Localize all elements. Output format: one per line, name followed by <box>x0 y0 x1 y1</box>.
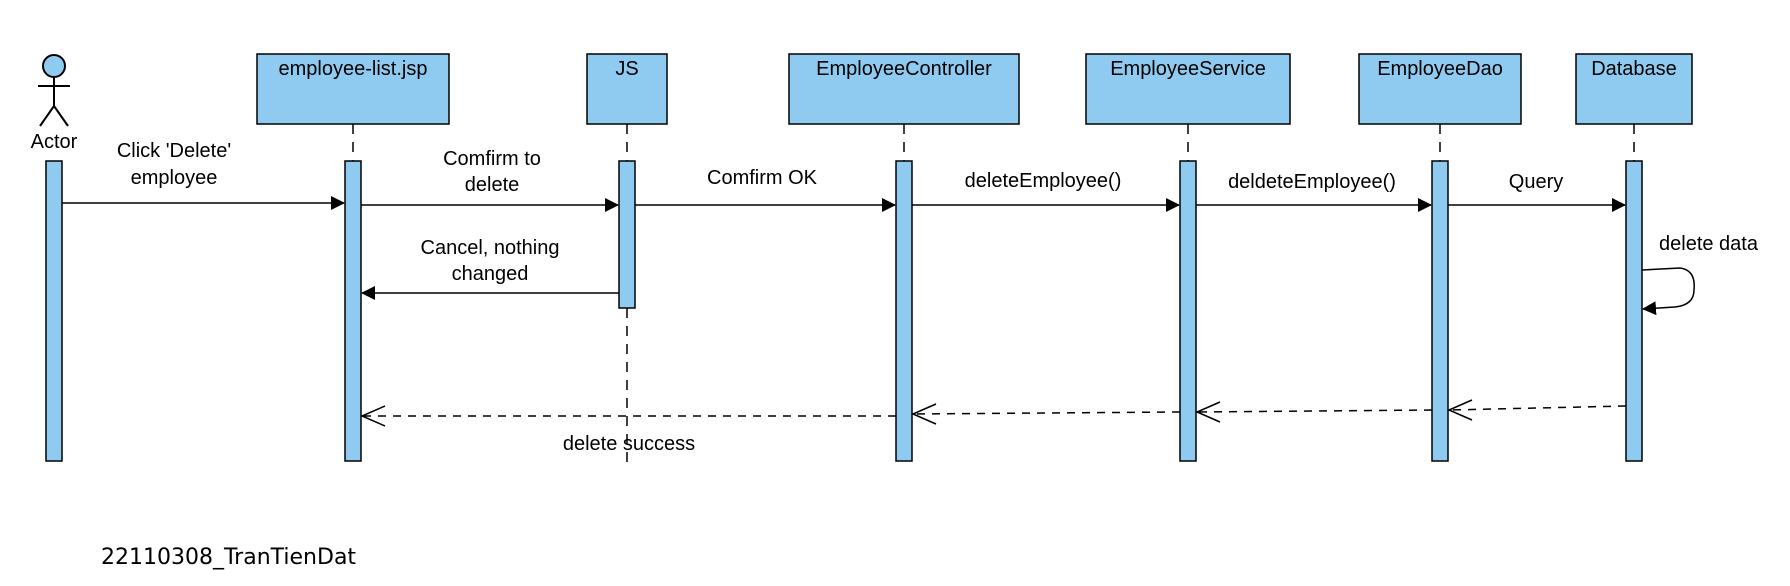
actor-head-icon <box>42 54 66 78</box>
activation-employee-controller <box>895 160 913 462</box>
message-label: delete <box>465 174 520 196</box>
message-label: Cancel, nothing <box>421 237 560 259</box>
message-label: Comfirm OK <box>707 167 818 189</box>
participant-box <box>1358 53 1522 125</box>
activation-employee-service <box>1179 160 1197 462</box>
activation-employee-list-jsp <box>344 160 362 462</box>
participant-label: JS <box>615 58 638 80</box>
return-line-dao-to-service <box>1196 409 1433 413</box>
participant-box <box>1085 53 1291 125</box>
message-label: employee <box>131 167 218 189</box>
participant-box <box>1575 53 1693 125</box>
return-arrowhead-open-icon <box>360 405 386 427</box>
return-arrowhead-open-icon <box>1447 399 1473 421</box>
actor: Actor <box>31 54 78 462</box>
sync-messages <box>62 196 1695 316</box>
actor-activation-bar <box>45 160 63 462</box>
participant-employee-controller: EmployeeController <box>788 53 1020 125</box>
actor-right-leg <box>53 105 69 127</box>
message-label: Click 'Delete' <box>117 140 231 162</box>
return-messages <box>360 399 1627 427</box>
message-arrow-self-delete-data <box>1641 267 1695 316</box>
message-label: Query <box>1509 171 1563 193</box>
actor-label: Actor <box>31 131 78 153</box>
message-label: delete success <box>563 433 695 455</box>
message-label: delete data <box>1659 233 1759 255</box>
participant-employee-dao: EmployeeDao <box>1358 53 1522 125</box>
participant-label: EmployeeService <box>1110 58 1266 80</box>
participant-employee-list-jsp: employee-list.jsp <box>256 53 450 125</box>
participant-js: JS <box>586 53 668 125</box>
return-arrowhead-open-icon <box>911 403 937 425</box>
lifelines <box>352 124 1635 462</box>
footer-author-id: 22110308_TranTienDat <box>101 545 356 570</box>
return-line-service-to-controller <box>912 411 1181 415</box>
activation-bars <box>344 160 1643 462</box>
activation-database <box>1625 160 1643 462</box>
message-label: deldeteEmployee() <box>1228 171 1396 193</box>
participant-database: Database <box>1575 53 1693 125</box>
message-label: deleteEmployee() <box>965 170 1122 192</box>
return-line-database-to-dao <box>1448 405 1627 411</box>
participant-label: EmployeeController <box>816 58 992 80</box>
participant-label: EmployeeDao <box>1377 58 1503 80</box>
participant-label: Database <box>1591 58 1677 80</box>
message-label: Comfirm to <box>443 148 541 170</box>
participant-box <box>586 53 668 125</box>
message-label: changed <box>452 263 529 285</box>
participant-label: employee-list.jsp <box>279 58 428 80</box>
activation-employee-dao <box>1431 160 1449 462</box>
return-arrowhead-open-icon <box>1195 401 1221 423</box>
actor-left-leg <box>39 105 55 127</box>
message-labels: Click 'Delete' employee Comfirm to delet… <box>117 140 1759 455</box>
participant-box <box>788 53 1020 125</box>
participant-box <box>256 53 450 125</box>
participant-employee-service: EmployeeService <box>1085 53 1291 125</box>
activation-js <box>618 160 636 309</box>
